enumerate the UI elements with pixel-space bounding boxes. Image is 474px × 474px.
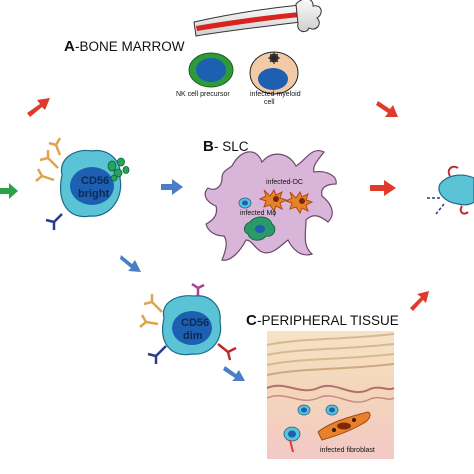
green-arrow-left: [0, 183, 18, 199]
skin-tissue-illustration: infected fibroblast: [266, 331, 395, 459]
receptor-icon: [35, 137, 62, 182]
receptor-icon: [447, 165, 469, 215]
nk-cell-cd56-bright: CD56 bright: [35, 137, 130, 230]
panel-b-letter: B: [203, 138, 214, 155]
red-arrow-lower-right: [410, 291, 429, 311]
panel-b-title: - SLC: [214, 139, 249, 154]
infected-myeloid-cell: [249, 51, 299, 95]
cd56-dim-line1: CD56: [181, 317, 209, 329]
red-arrow-middle: [370, 180, 396, 196]
cd56-bright-line1: CD56: [81, 175, 109, 187]
virus-icon: [268, 52, 280, 64]
cd56-dim-line2: dim: [183, 330, 203, 342]
infected-fibroblast-label: infected fibroblast: [320, 447, 375, 454]
receptor-icon: [217, 343, 237, 361]
nk-cell-right-edge: [426, 165, 474, 215]
nk-cell-cd56-dim: CD56 dim: [139, 282, 237, 364]
nk-cell-small-icon: [325, 404, 339, 416]
panel-a-letter: A: [64, 38, 75, 55]
panel-c-title: -PERIPHERAL TISSUE: [257, 313, 399, 328]
infected-myeloid-label-line1: infected myeloid: [250, 91, 301, 98]
infected-myeloid-label-line2: cell: [264, 99, 275, 106]
infected-dc-icon: [258, 188, 314, 215]
red-arrow-right-upper: [376, 101, 398, 117]
panel-c-letter: C: [246, 312, 257, 329]
granule-icon: [107, 157, 130, 182]
infected-fibroblast-icon: [317, 411, 371, 441]
blue-arrow-to-slc: [161, 179, 183, 195]
bone-illustration: [193, 0, 322, 37]
slc-lymph-node: infected-DC infected Mϕ: [204, 150, 337, 261]
nk-cell-small-icon: [297, 404, 311, 416]
panel-a-title: -BONE MARROW: [75, 39, 185, 54]
infected-mphi-label: infected Mϕ: [240, 210, 276, 217]
receptor-icon: [139, 294, 163, 328]
blue-arrow-to-skin: [223, 366, 245, 381]
nk-precursor-cell: [188, 52, 234, 88]
receptor-icon: [45, 213, 63, 230]
nk-cell-small-icon: [238, 197, 252, 209]
nk-cell-small-icon: [283, 426, 301, 442]
infected-dc-label: infected-DC: [266, 179, 303, 186]
cd56-bright-line2: bright: [78, 188, 109, 200]
infected-macrophage-icon: [244, 216, 276, 241]
receptor-icon: [147, 345, 167, 364]
nk-precursor-label: NK cell precursor: [176, 91, 230, 98]
red-arrow-left-upper: [27, 98, 50, 117]
cytotoxic-dashes: [426, 197, 445, 215]
migrating-cell-arrow: [289, 440, 294, 452]
blue-arrow-to-tissue-diagonal: [120, 255, 141, 272]
